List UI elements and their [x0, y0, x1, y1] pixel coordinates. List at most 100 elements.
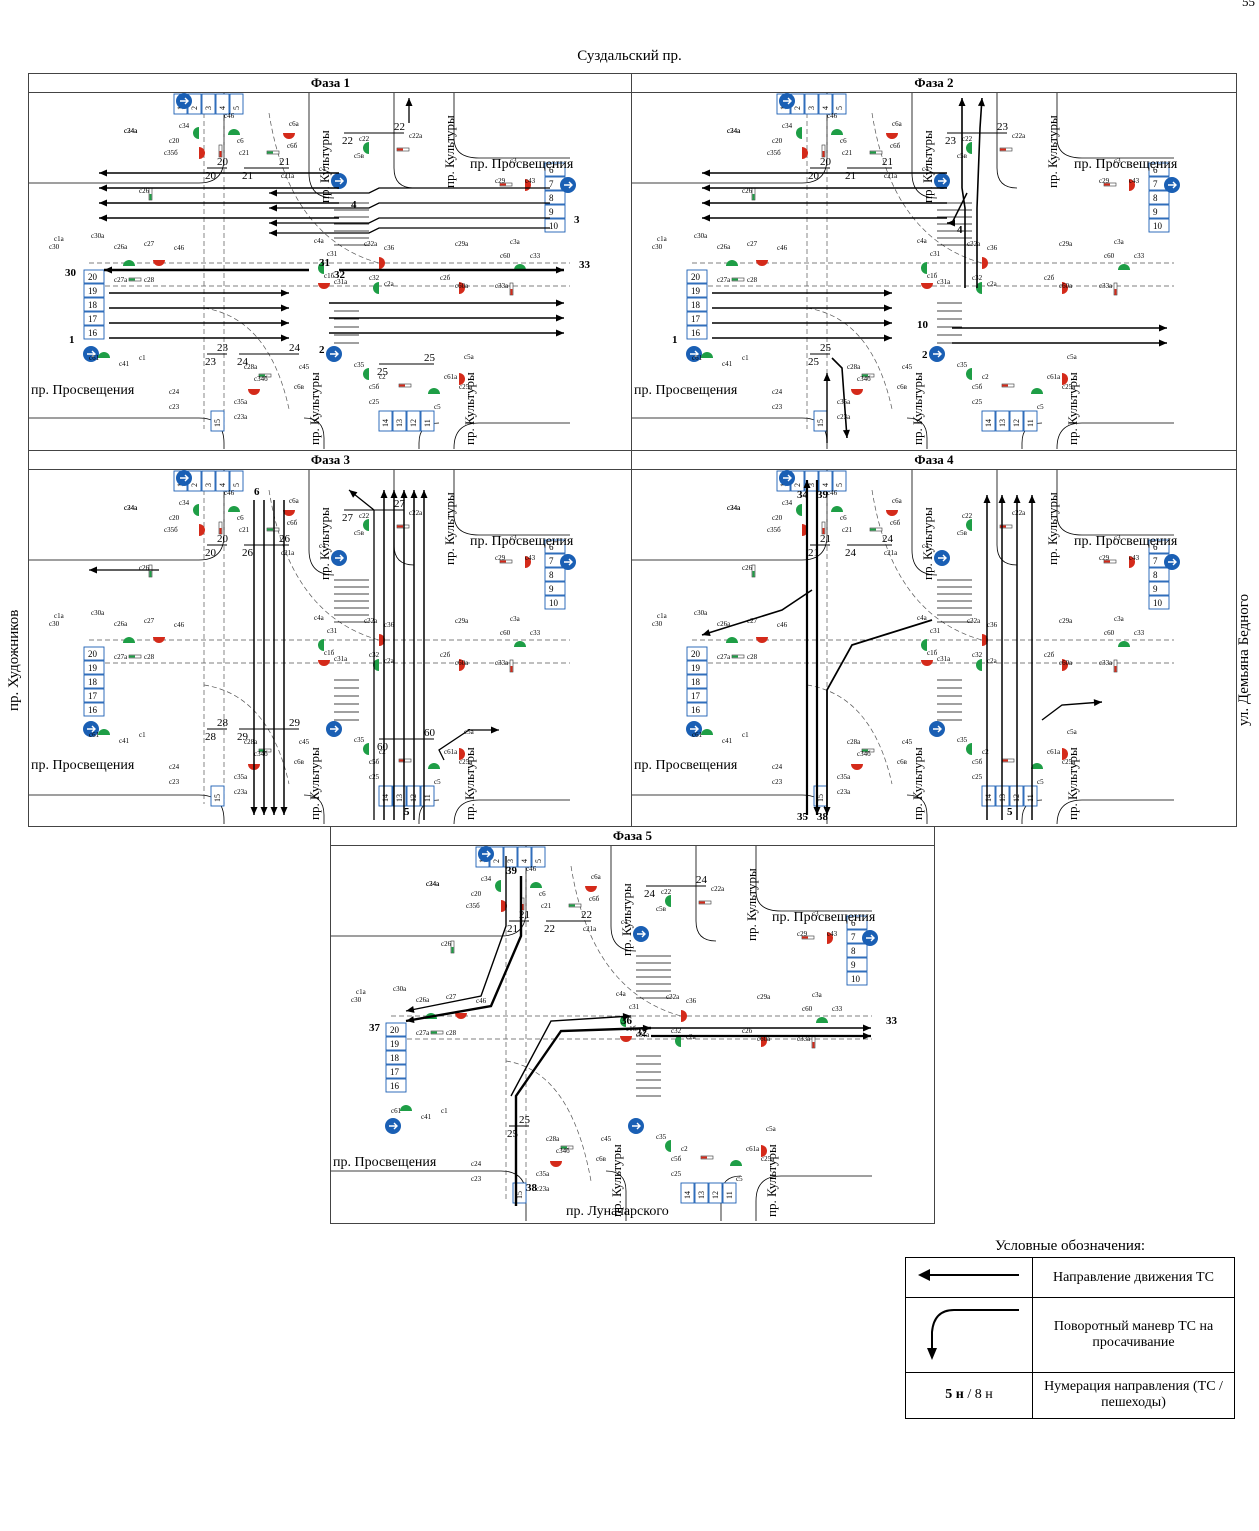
- vehicle-direction-number: 1: [69, 334, 75, 346]
- signal-bar-fill: [1104, 183, 1110, 186]
- signal-label: с25а: [459, 383, 473, 391]
- signal-label: с6: [840, 514, 847, 522]
- curb-line: [632, 93, 828, 184]
- lane-number: 6: [1153, 165, 1158, 175]
- signal-label: с34: [179, 499, 190, 507]
- signal-label: с6в: [294, 758, 305, 766]
- arrow-head: [803, 480, 811, 488]
- curb-line: [453, 799, 570, 824]
- signal-label: с25а: [1062, 758, 1076, 766]
- lane-number: 9: [1153, 584, 1158, 594]
- legend-title: Условные обозначения:: [994, 1238, 1146, 1254]
- signal-label: с4а: [917, 237, 928, 245]
- street-name-e: пр. Просвещения: [1074, 157, 1178, 172]
- traffic-signal-icon: [459, 659, 465, 671]
- signal-label: с61: [391, 1107, 402, 1115]
- arrow-head: [405, 98, 413, 106]
- signal-label: с5б: [671, 1155, 682, 1163]
- traffic-arrow: [438, 729, 499, 761]
- signal-label: с3а: [1114, 615, 1125, 623]
- signal-label: с3а: [812, 991, 823, 999]
- signal-bar-fill: [822, 151, 825, 157]
- signal-label: с26а: [717, 243, 731, 251]
- signal-label: с27: [144, 240, 155, 248]
- traffic-signal-icon: [761, 1035, 767, 1047]
- pedestrian-direction-number: 21: [242, 170, 253, 182]
- vehicle-direction-number: 5: [404, 806, 410, 818]
- pedestrian-direction-number: 20: [217, 156, 229, 168]
- traffic-signal-icon: [459, 373, 465, 385]
- signal-label: с4: [922, 165, 929, 173]
- signal-label: с4а: [616, 990, 627, 998]
- signal-label: с6в: [596, 1155, 607, 1163]
- signal-label: с60а: [1059, 659, 1073, 667]
- signal-label: с29а: [455, 617, 469, 625]
- arrow-head: [702, 214, 710, 222]
- lane-box-left: [686, 660, 708, 675]
- traffic-signal-icon: [701, 352, 713, 358]
- signal-label: с4а: [917, 614, 928, 622]
- dashed-turn-path: [203, 307, 290, 410]
- traffic-signal-icon: [193, 127, 199, 139]
- lane-number: 10: [549, 221, 559, 231]
- lane-number: 20: [88, 649, 98, 659]
- lane-number: 11: [423, 794, 432, 802]
- lane-box-bottom: [392, 785, 407, 807]
- lane-number: 15: [816, 794, 825, 802]
- phase-title: Фаза 4: [632, 451, 1236, 470]
- lane-box-left: [686, 646, 708, 661]
- vehicle-direction-number: 33: [886, 1015, 898, 1027]
- traffic-signal-icon: [851, 764, 863, 770]
- signal-label: с24а: [124, 504, 138, 512]
- lane-number: 9: [549, 207, 554, 217]
- traffic-signal-icon: [585, 886, 597, 892]
- signal-label: с29: [495, 177, 506, 185]
- lane-number: 14: [984, 794, 993, 802]
- signal-label: с27а: [717, 276, 731, 284]
- lane-box-left: [385, 1036, 407, 1051]
- traffic-signal-icon: [400, 1105, 412, 1111]
- signal-label: с22: [359, 512, 370, 520]
- lane-number: 9: [1153, 207, 1158, 217]
- street-name-ne: пр. Культуры: [442, 115, 457, 188]
- lane-number: 7: [1153, 556, 1158, 566]
- arrow-head: [99, 199, 107, 207]
- lane-box-left: [686, 269, 708, 284]
- pedestrian-direction-number: 23: [205, 356, 217, 368]
- lane-box-left: [385, 1064, 407, 1079]
- signal-label: с60а: [455, 282, 469, 290]
- signal-label: с23: [772, 403, 783, 411]
- signal-bar-fill: [399, 759, 405, 762]
- signal-label: с30а: [393, 985, 407, 993]
- lane-number: 4: [821, 483, 830, 487]
- lane-box-left: [83, 646, 105, 661]
- signal-bar-fill: [397, 148, 403, 151]
- lane-box-top: [804, 93, 819, 115]
- phase-4-panel: Фаза 4 1234520191817166789101413121115пр…: [631, 450, 1237, 827]
- sign-arrow: [335, 554, 344, 562]
- signal-label: с36: [987, 244, 998, 252]
- lane-box-left: [385, 1078, 407, 1093]
- signal-label: с24а: [727, 504, 741, 512]
- signal-label: с31: [930, 627, 941, 635]
- lane-box-15: [210, 410, 225, 432]
- signal-label: с31а: [937, 655, 951, 663]
- signal-label: с1: [139, 731, 146, 739]
- traffic-signal-icon: [802, 147, 808, 159]
- arrow-head: [280, 807, 288, 815]
- arrow-head: [958, 98, 966, 106]
- signal-bar-fill: [259, 749, 265, 752]
- signal-label: с5: [736, 1175, 743, 1183]
- signal-bar-fill: [521, 904, 524, 910]
- signal-label: с33: [1134, 252, 1145, 260]
- signal-label: с29: [495, 554, 506, 562]
- lane-box-bottom: [981, 785, 996, 807]
- vehicle-direction-number: 31: [319, 257, 330, 269]
- pedestrian-direction-number: 28: [217, 717, 229, 729]
- signal-label: с46: [476, 997, 487, 1005]
- lane-number: 16: [691, 328, 701, 338]
- vehicle-direction-number: 32: [636, 1027, 648, 1039]
- curb-line: [453, 470, 570, 536]
